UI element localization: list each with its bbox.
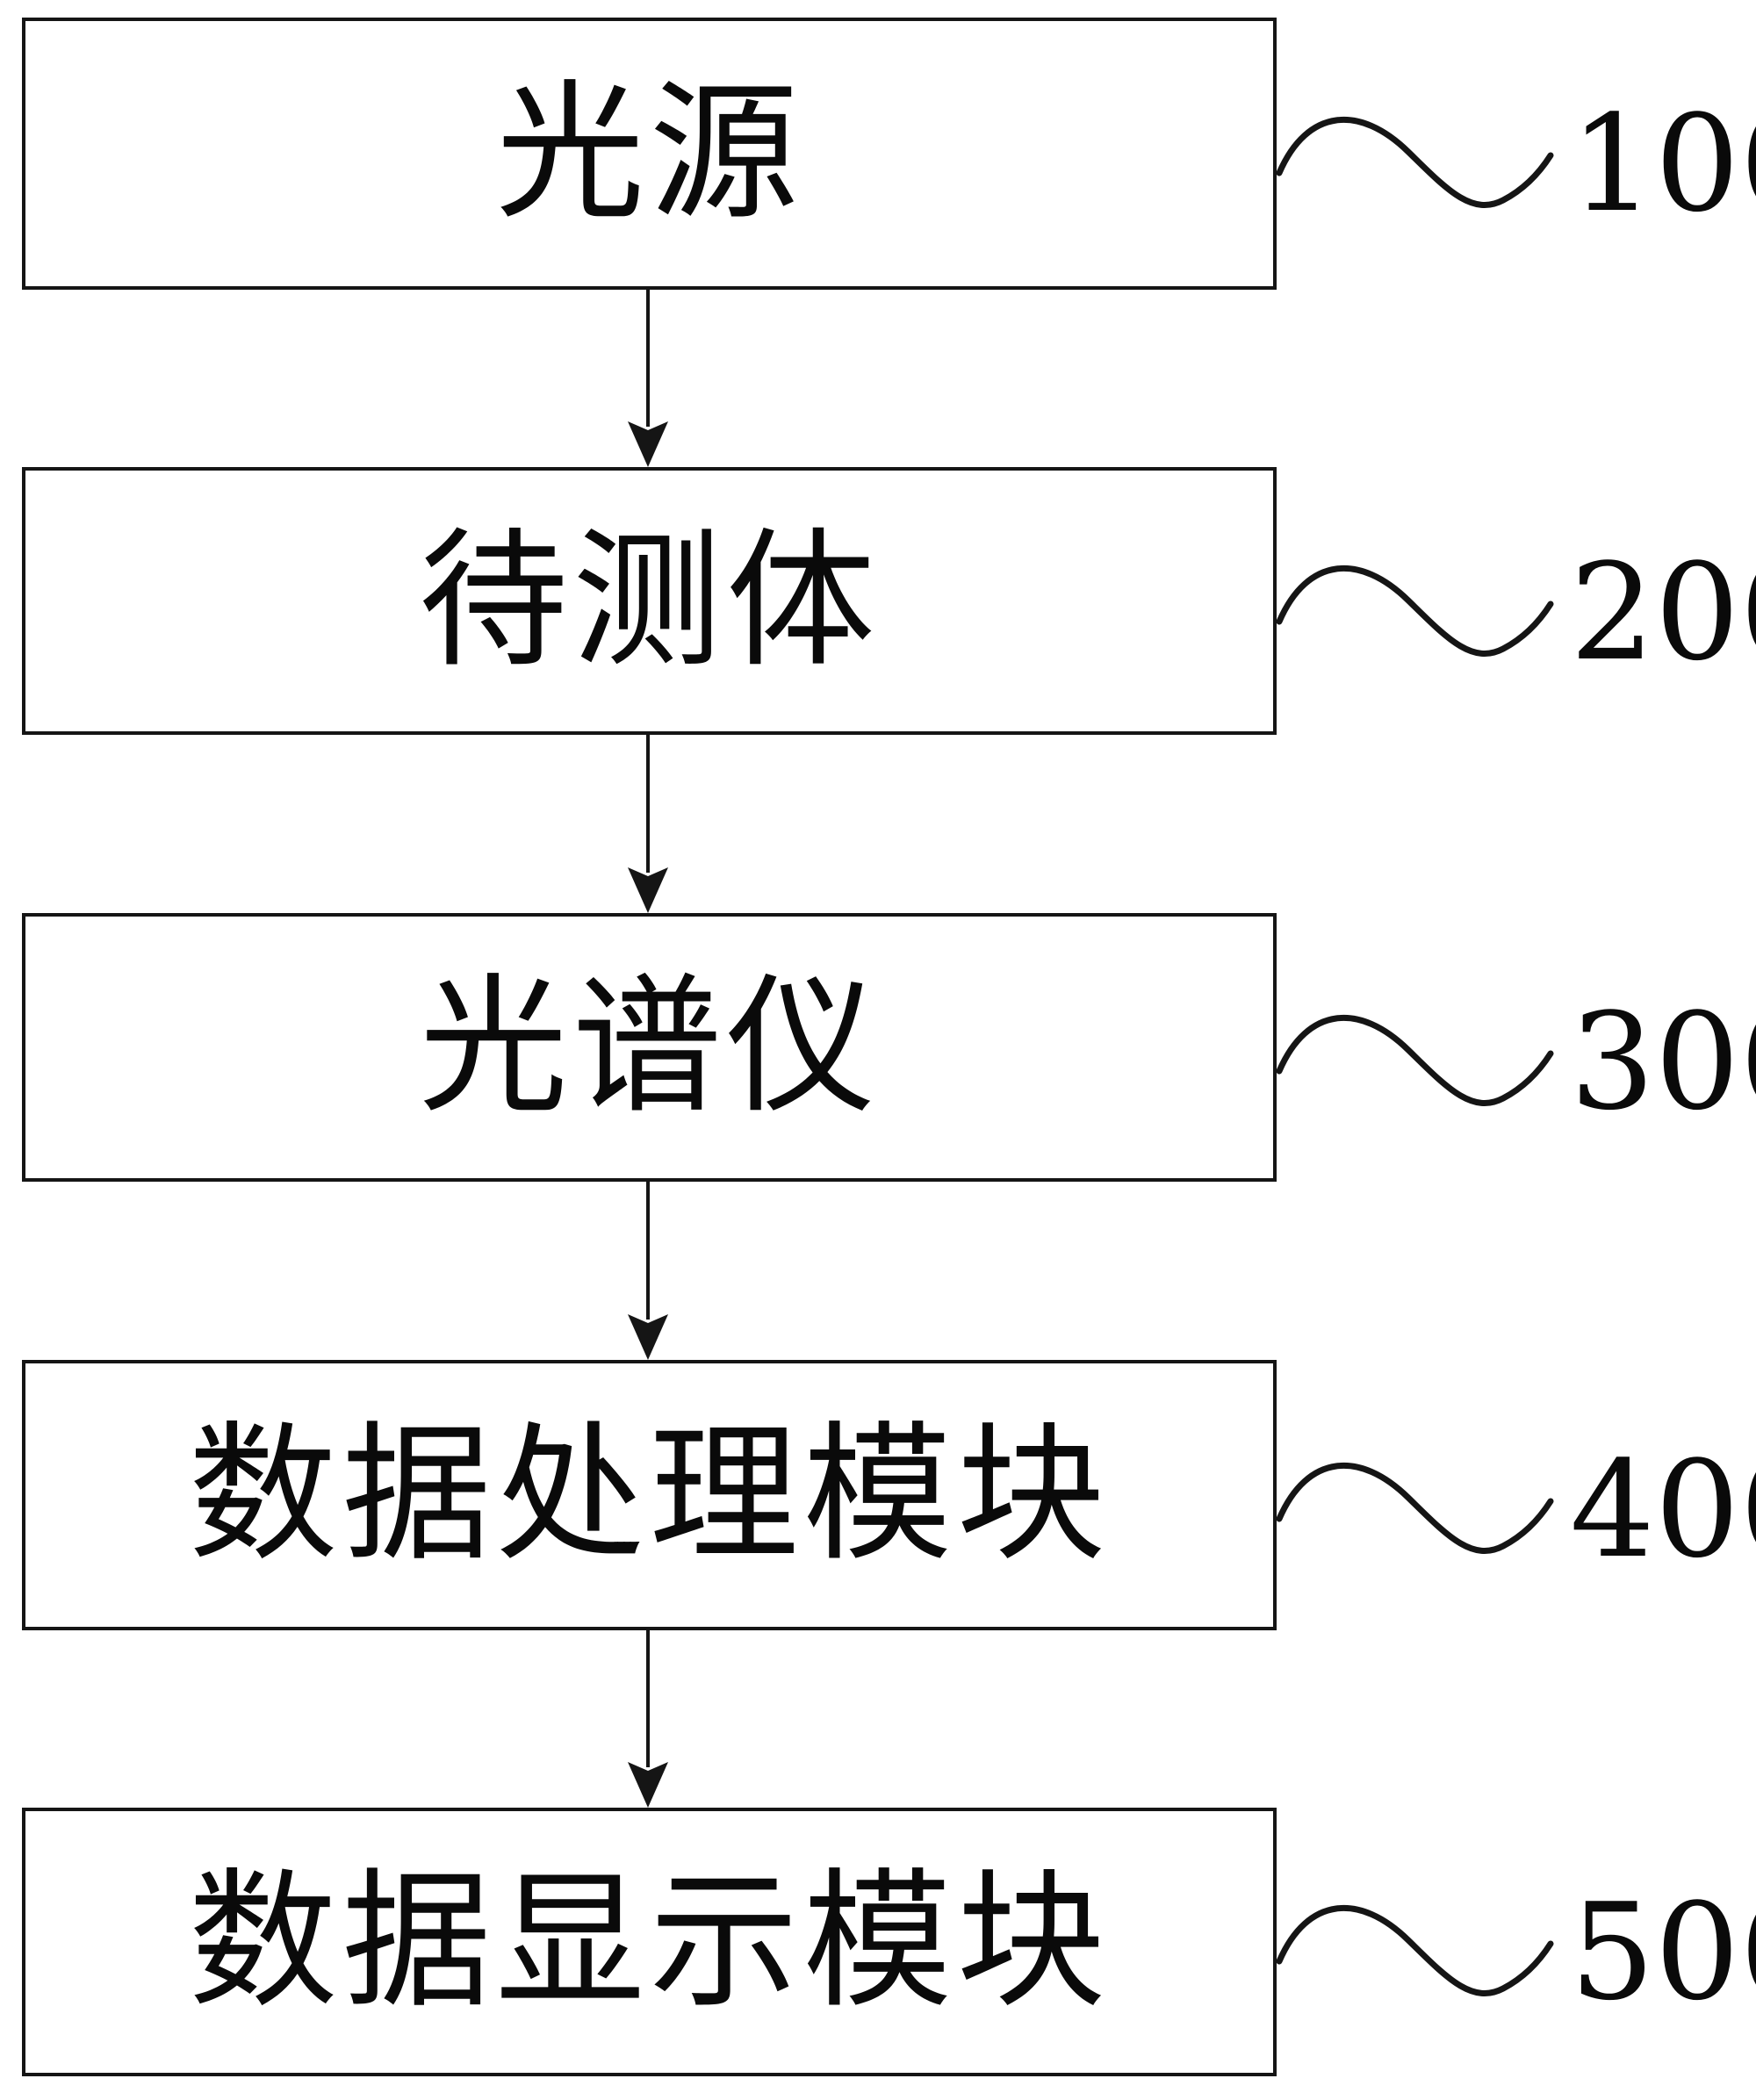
ref-number: 100	[1570, 86, 1756, 241]
squiggle-connector-icon	[1277, 1015, 1554, 1106]
arrow-down-connector	[628, 290, 668, 467]
node-label: 数据处理模块	[188, 1408, 1111, 1582]
ref-number: 400	[1570, 1432, 1756, 1587]
arrow-shaft	[646, 1630, 650, 1767]
arrow-shaft	[646, 1182, 650, 1320]
arrow-down-icon	[628, 1762, 668, 1808]
node-label: 光源	[495, 67, 803, 241]
node-test-object: 待测体	[22, 467, 1277, 735]
node-data-processing-module: 数据处理模块	[22, 1360, 1277, 1630]
ref-number: 300	[1570, 984, 1756, 1140]
ref-callout-500: 500	[1277, 1882, 1756, 2032]
node-label: 光谱仪	[418, 960, 880, 1134]
squiggle-connector-icon	[1277, 565, 1554, 657]
arrow-down-connector	[628, 735, 668, 913]
arrow-down-icon	[628, 867, 668, 913]
arrow-down-icon	[628, 1314, 668, 1360]
node-label: 数据显示模块	[188, 1855, 1111, 2029]
ref-callout-300: 300	[1277, 992, 1756, 1141]
ref-callout-100: 100	[1277, 94, 1756, 243]
ref-callout-200: 200	[1277, 543, 1756, 692]
node-light-source: 光源	[22, 18, 1277, 290]
node-data-display-module: 数据显示模块	[22, 1808, 1277, 2076]
arrow-shaft	[646, 290, 650, 427]
arrow-down-connector	[628, 1630, 668, 1808]
squiggle-connector-icon	[1277, 117, 1554, 208]
arrow-down-connector	[628, 1182, 668, 1360]
arrow-shaft	[646, 735, 650, 873]
arrow-down-icon	[628, 421, 668, 467]
node-label: 待测体	[418, 514, 880, 688]
ref-number: 500	[1570, 1874, 1756, 2030]
squiggle-connector-icon	[1277, 1905, 1554, 1996]
ref-callout-400: 400	[1277, 1440, 1756, 1589]
node-spectrometer: 光谱仪	[22, 913, 1277, 1182]
squiggle-connector-icon	[1277, 1463, 1554, 1554]
ref-number: 200	[1570, 535, 1756, 690]
